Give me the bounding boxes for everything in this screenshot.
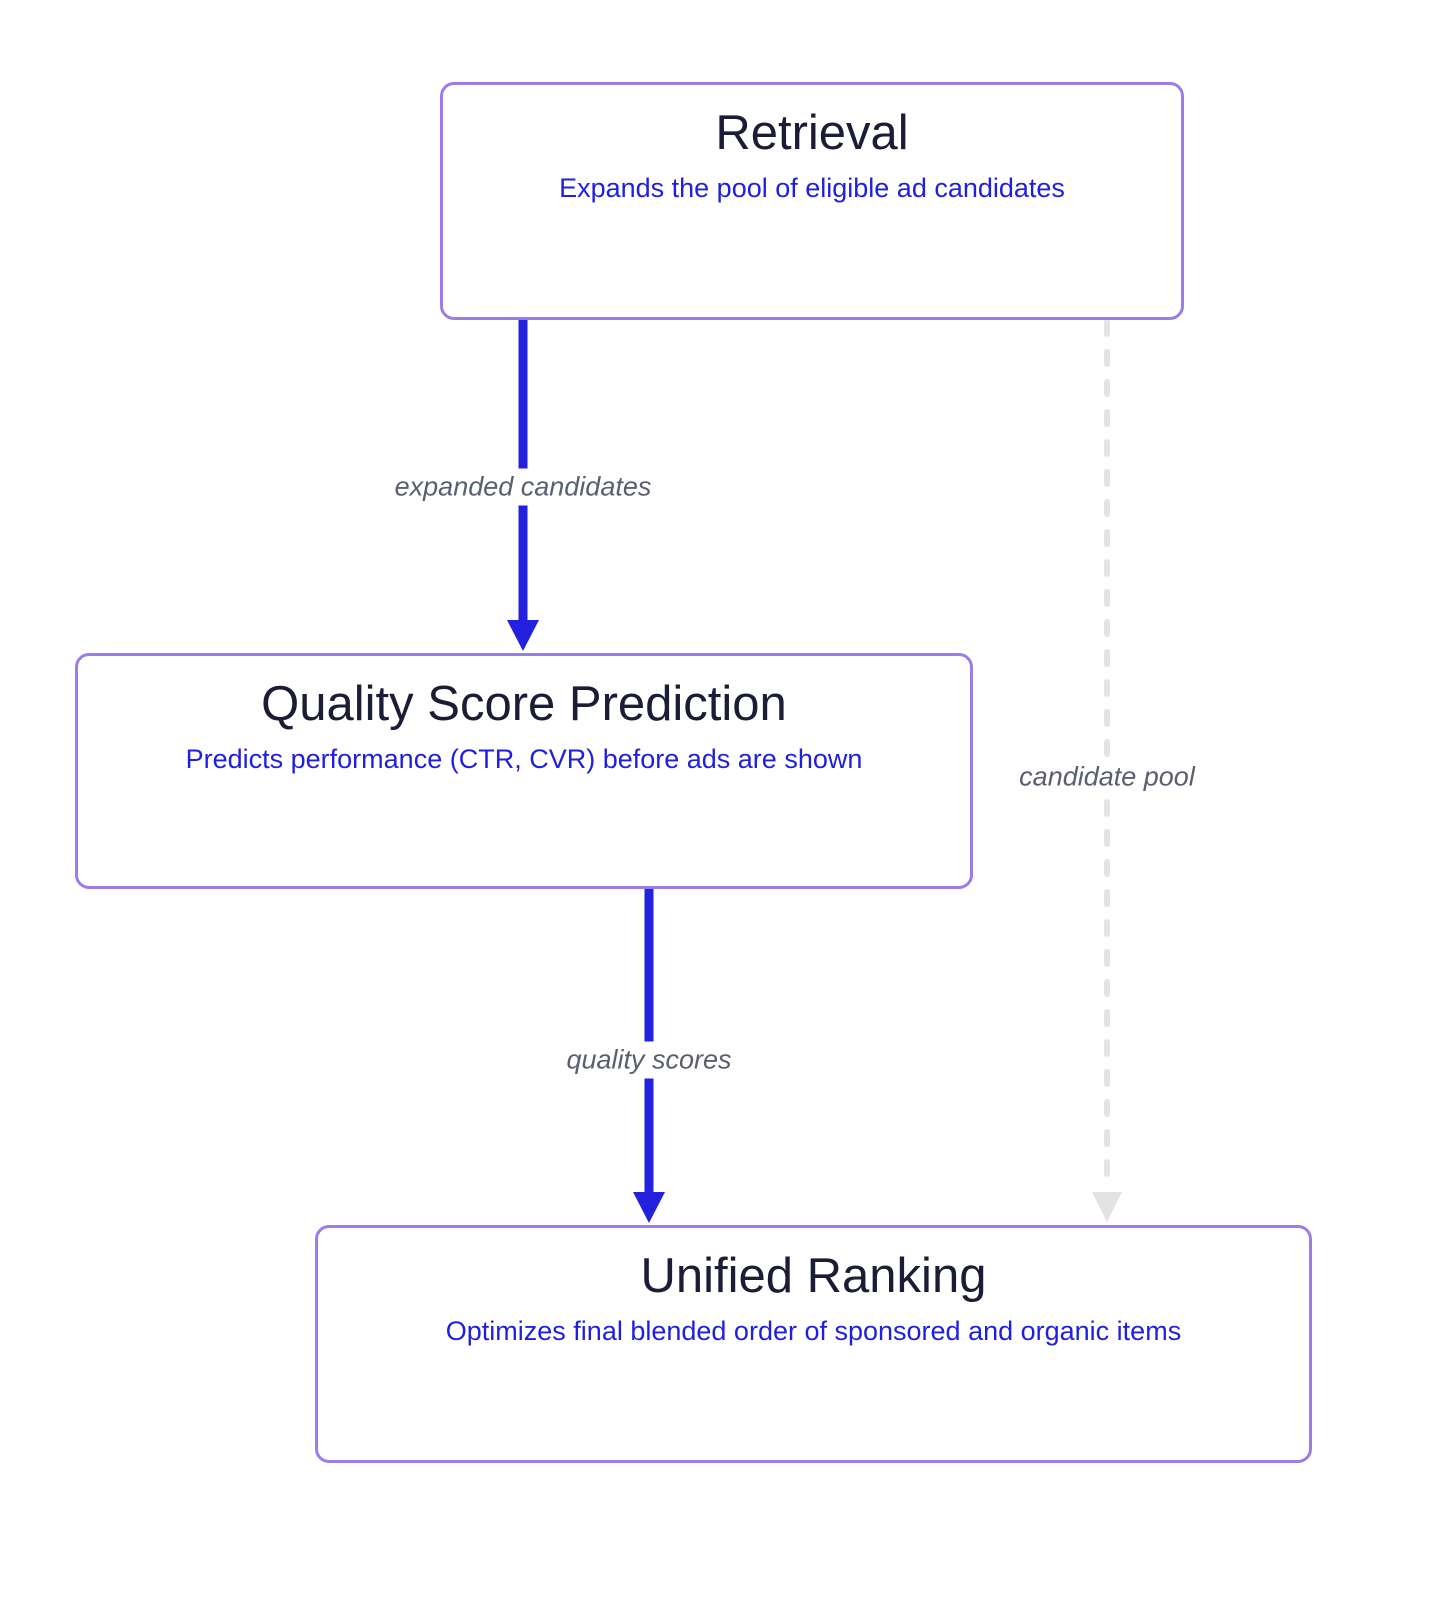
node-subtitle: Predicts performance (CTR, CVR) before a… bbox=[185, 744, 863, 775]
arrowhead-icon bbox=[507, 620, 539, 651]
node-title: Quality Score Prediction bbox=[261, 677, 787, 731]
node-subtitle: Expands the pool of eligible ad candidat… bbox=[559, 173, 1065, 204]
node-title: Unified Ranking bbox=[640, 1249, 987, 1303]
node-title: Retrieval bbox=[715, 106, 909, 160]
edge-label-expanded-candidates: expanded candidates bbox=[384, 468, 662, 506]
node-subtitle: Optimizes final blended order of sponsor… bbox=[445, 1316, 1182, 1347]
node-quality-score-prediction: Quality Score Prediction Predicts perfor… bbox=[75, 653, 973, 889]
arrowhead-icon bbox=[1092, 1192, 1122, 1222]
node-unified-ranking: Unified Ranking Optimizes final blended … bbox=[315, 1225, 1312, 1463]
edge-label-quality-scores: quality scores bbox=[556, 1041, 742, 1079]
node-retrieval: Retrieval Expands the pool of eligible a… bbox=[440, 82, 1184, 320]
arrowhead-icon bbox=[633, 1192, 665, 1223]
edge-label-candidate-pool: candidate pool bbox=[1009, 758, 1205, 796]
